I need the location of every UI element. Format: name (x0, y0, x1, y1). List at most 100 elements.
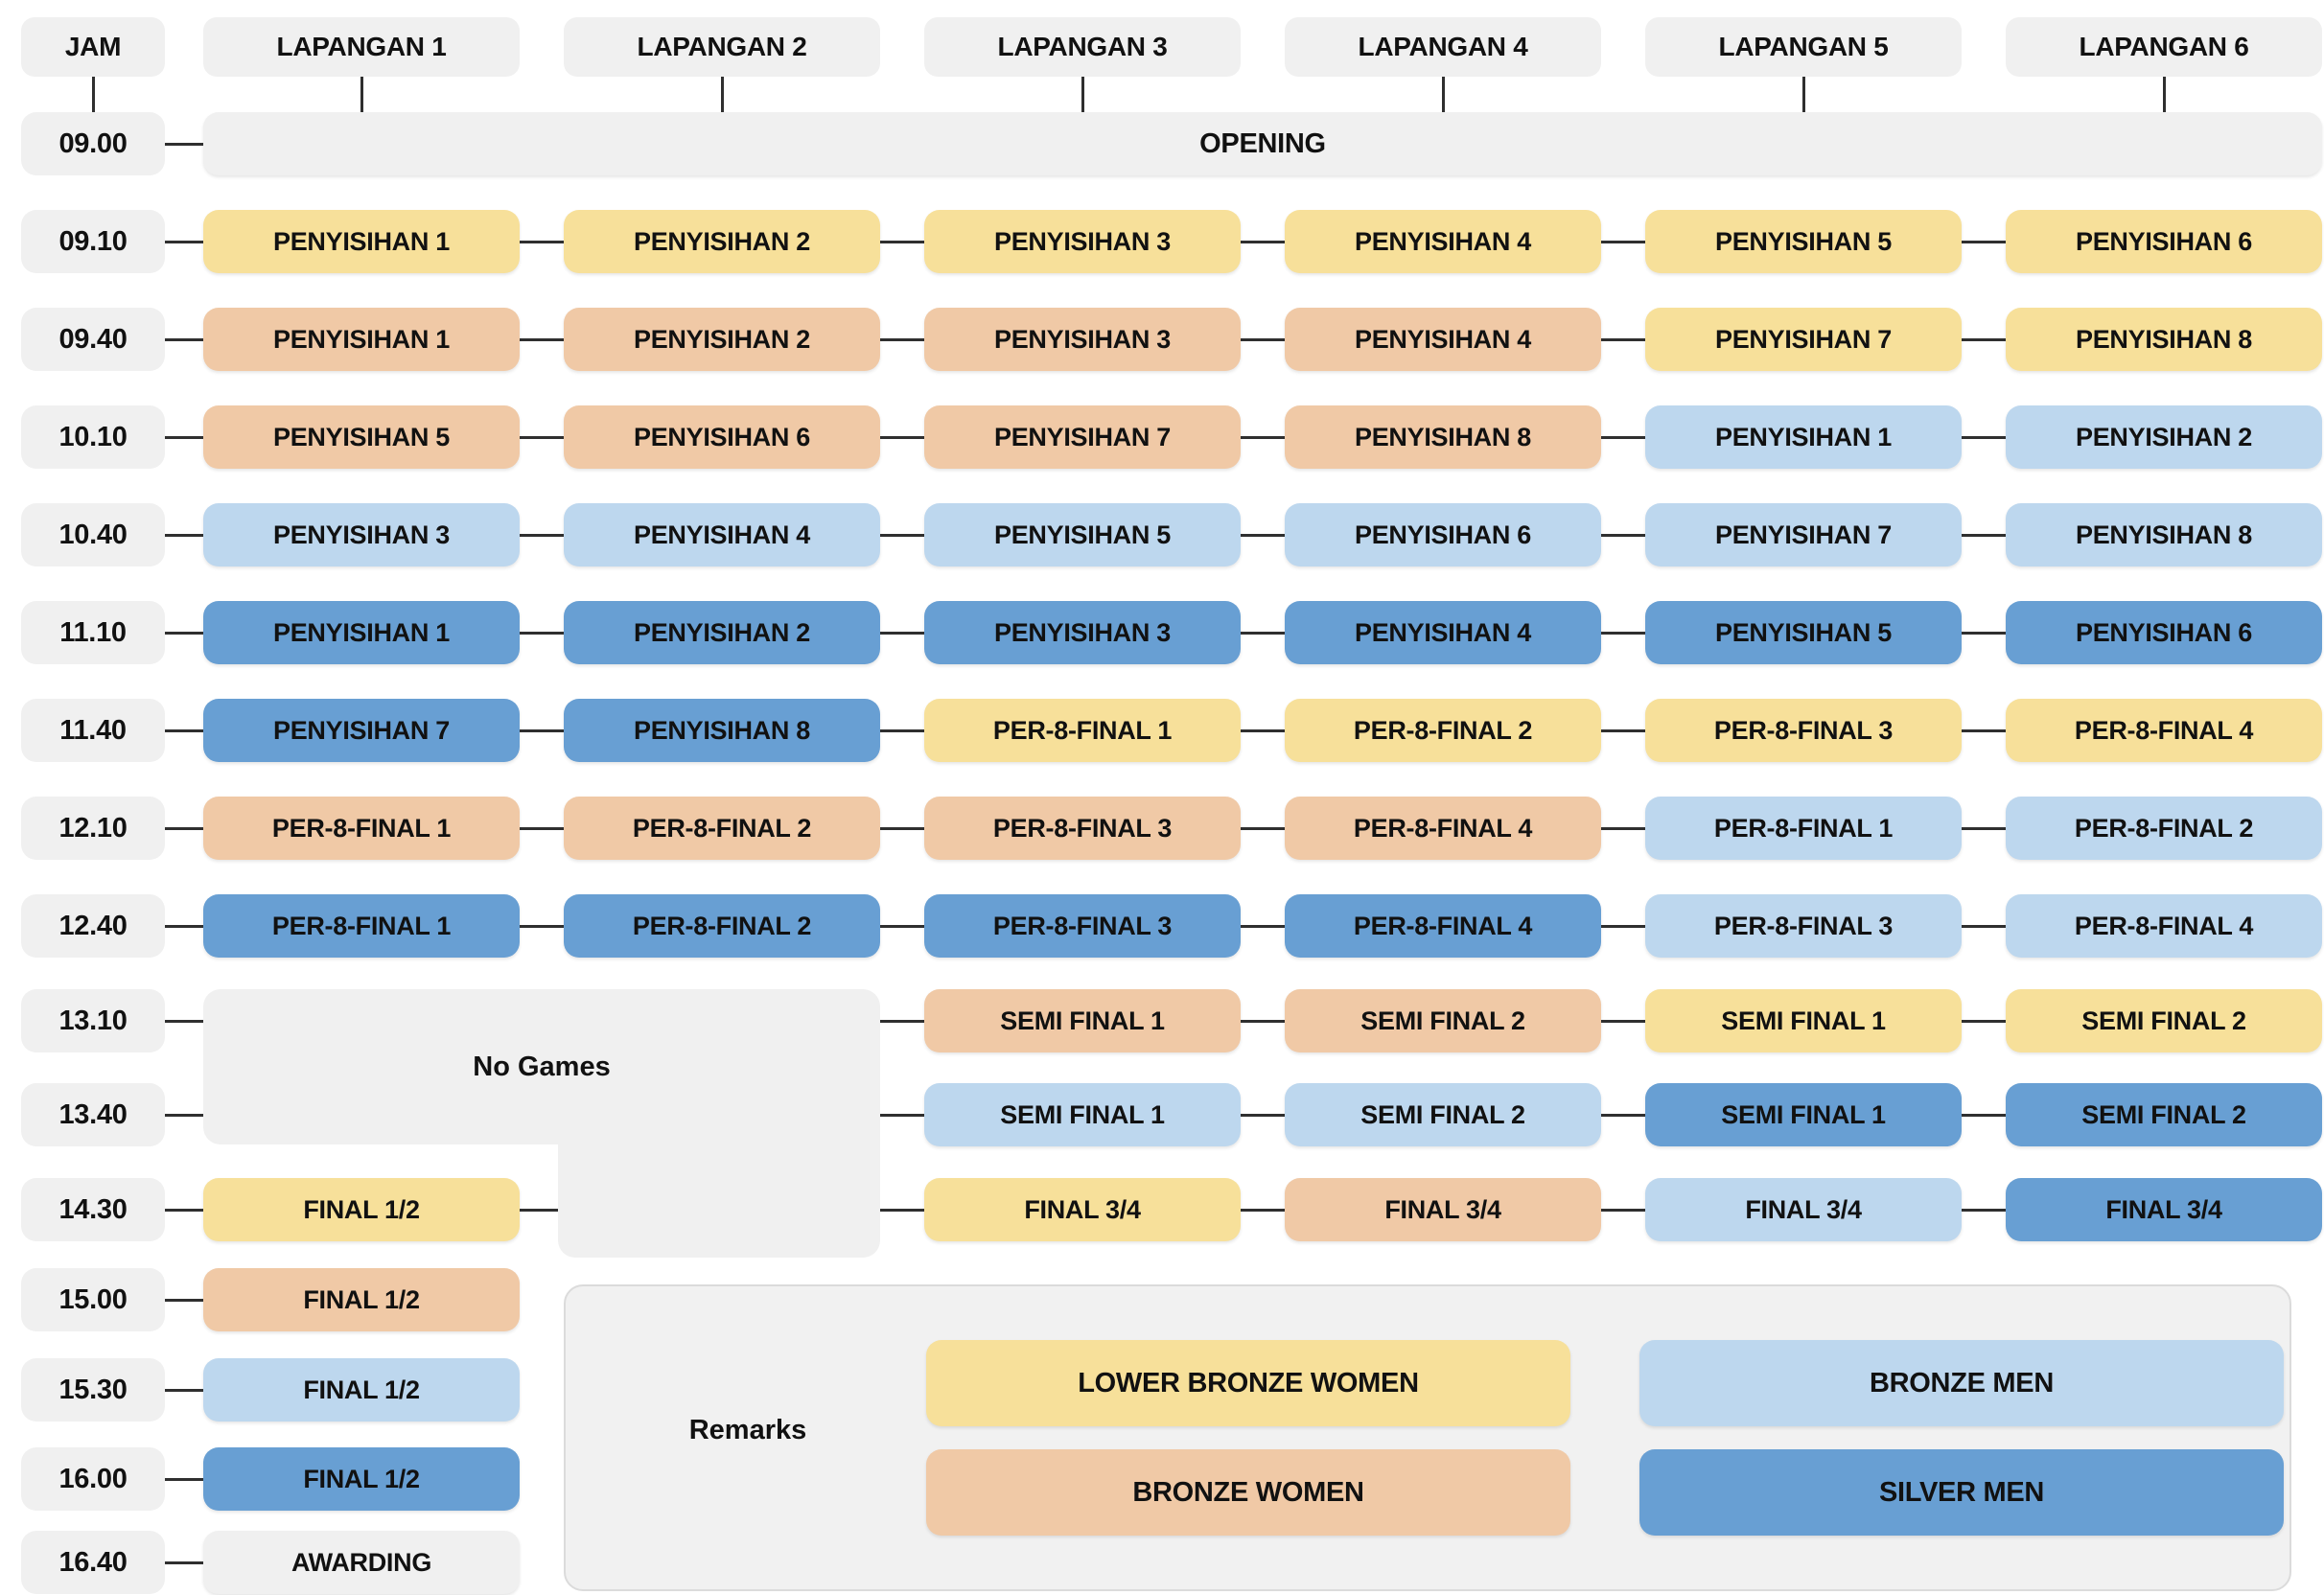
connector-line (1962, 1020, 2006, 1023)
connector-line (165, 729, 203, 732)
time-pill: 15.00 (21, 1268, 165, 1331)
connector-line (1962, 534, 2006, 537)
event-pill: PENYISIHAN 3 (924, 210, 1241, 273)
no-games-block-tail (558, 1054, 880, 1258)
event-pill: PENYISIHAN 6 (2006, 210, 2322, 273)
time-pill: 13.40 (21, 1083, 165, 1146)
event-pill: PER-8-FINAL 3 (1645, 894, 1962, 958)
court-header-6: LAPANGAN 6 (2006, 17, 2322, 77)
connector-line (1241, 1114, 1285, 1117)
event-pill: SEMI FINAL 2 (2006, 989, 2322, 1052)
connector-line (165, 1389, 203, 1392)
connector-line (1962, 925, 2006, 928)
event-pill: PENYISIHAN 2 (564, 210, 880, 273)
event-pill: PER-8-FINAL 4 (2006, 699, 2322, 762)
connector-line (1601, 729, 1645, 732)
event-pill: PENYISIHAN 1 (203, 601, 520, 664)
event-pill: PER-8-FINAL 1 (1645, 797, 1962, 860)
event-pill: PENYISIHAN 6 (2006, 601, 2322, 664)
event-pill: PENYISIHAN 8 (2006, 308, 2322, 371)
connector-line (520, 241, 564, 243)
connector-line (880, 534, 924, 537)
connector-line (165, 241, 203, 243)
connector-line (165, 338, 203, 341)
event-pill: PENYISIHAN 1 (1645, 405, 1962, 469)
event-pill: PENYISIHAN 1 (203, 210, 520, 273)
event-pill: PENYISIHAN 4 (564, 503, 880, 566)
legend-pill: BRONZE WOMEN (926, 1449, 1570, 1536)
event-pill: PER-8-FINAL 2 (1285, 699, 1601, 762)
connector-line (165, 925, 203, 928)
court-header-1: LAPANGAN 1 (203, 17, 520, 77)
time-pill: 11.40 (21, 699, 165, 762)
event-pill: PENYISIHAN 3 (203, 503, 520, 566)
connector-line (1601, 241, 1645, 243)
connector-line (1601, 632, 1645, 635)
event-pill: FINAL 3/4 (924, 1178, 1241, 1241)
connector-line (1601, 1209, 1645, 1212)
connector-line (1601, 827, 1645, 830)
connector-line (1241, 241, 1285, 243)
event-pill: PER-8-FINAL 1 (203, 797, 520, 860)
event-pill: PENYISIHAN 4 (1285, 601, 1601, 664)
connector-line (880, 1020, 924, 1023)
time-pill: 10.10 (21, 405, 165, 469)
remarks-title: Remarks (688, 1414, 807, 1445)
event-pill: PENYISIHAN 3 (924, 308, 1241, 371)
event-pill: SEMI FINAL 1 (924, 1083, 1241, 1146)
connector-line (165, 534, 203, 537)
event-pill: FINAL 3/4 (1645, 1178, 1962, 1241)
event-pill: PENYISIHAN 1 (203, 308, 520, 371)
remarks-panel (564, 1284, 2291, 1591)
event-pill: SEMI FINAL 1 (924, 989, 1241, 1052)
connector-line (1601, 1114, 1645, 1117)
event-pill: PER-8-FINAL 1 (203, 894, 520, 958)
connector-line (1241, 534, 1285, 537)
time-pill: 15.30 (21, 1358, 165, 1422)
connector-line (1241, 632, 1285, 635)
connector-line (1601, 338, 1645, 341)
event-pill: PER-8-FINAL 4 (2006, 894, 2322, 958)
connector-line (1241, 1209, 1285, 1212)
time-pill: 09.40 (21, 308, 165, 371)
connector-line (1241, 338, 1285, 341)
event-pill: PENYISIHAN 8 (2006, 503, 2322, 566)
legend-pill: BRONZE MEN (1639, 1340, 2284, 1426)
connector-line (1601, 534, 1645, 537)
connector-line (880, 1114, 924, 1117)
time-pill: 10.40 (21, 503, 165, 566)
event-pill: FINAL 3/4 (1285, 1178, 1601, 1241)
event-pill: FINAL 3/4 (2006, 1178, 2322, 1241)
event-pill: PER-8-FINAL 3 (1645, 699, 1962, 762)
court-header-2: LAPANGAN 2 (564, 17, 880, 77)
connector-line (165, 1020, 203, 1023)
connector-line (1241, 729, 1285, 732)
header-tick (1802, 77, 1805, 112)
no-games-label: No Games (473, 1051, 611, 1082)
connector-line (520, 925, 564, 928)
header-tick (360, 77, 363, 112)
event-pill: PENYISIHAN 8 (564, 699, 880, 762)
header-tick (92, 77, 95, 112)
connector-line (165, 1478, 203, 1481)
time-pill: 13.10 (21, 989, 165, 1052)
connector-line (165, 1299, 203, 1302)
connector-line (520, 632, 564, 635)
connector-line (1241, 925, 1285, 928)
event-pill: PENYISIHAN 7 (924, 405, 1241, 469)
jam-header: JAM (21, 17, 165, 77)
connector-line (165, 632, 203, 635)
opening-bar: OPENING (203, 112, 2322, 175)
connector-line (1601, 436, 1645, 439)
time-pill: 14.30 (21, 1178, 165, 1241)
event-pill: PER-8-FINAL 3 (924, 894, 1241, 958)
event-pill: AWARDING (203, 1531, 520, 1594)
event-pill: PENYISIHAN 6 (564, 405, 880, 469)
connector-line (1962, 729, 2006, 732)
legend-pill: SILVER MEN (1639, 1449, 2284, 1536)
connector-line (1962, 827, 2006, 830)
connector-line (1241, 827, 1285, 830)
header-tick (1442, 77, 1445, 112)
connector-line (165, 1209, 203, 1212)
connector-line (1962, 1114, 2006, 1117)
